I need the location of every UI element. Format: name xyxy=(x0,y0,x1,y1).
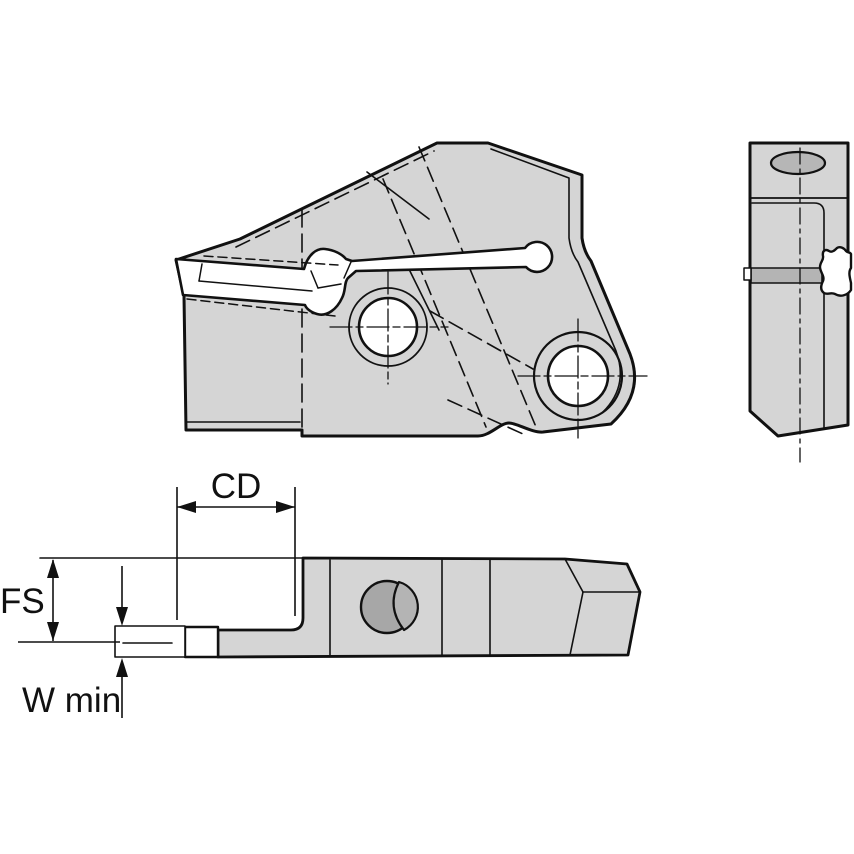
insert-detail-lines xyxy=(198,261,352,292)
hidden-lines xyxy=(235,146,537,435)
front-hole xyxy=(329,271,449,385)
w-min-dimension: W min xyxy=(22,566,128,720)
side-view-body xyxy=(174,141,637,438)
fs-arrow-up xyxy=(47,559,59,578)
end-view-left-notch xyxy=(743,267,752,281)
end-view xyxy=(743,141,853,463)
cd-dimension: CD xyxy=(176,467,296,620)
w-min-label: W min xyxy=(22,681,121,720)
fs-dimension: FS xyxy=(0,559,120,643)
end-view-band xyxy=(750,267,823,284)
top-view-end-chamfer-lines xyxy=(564,558,641,656)
end-view-inner-edge xyxy=(751,202,825,429)
rear-hole-centerlines xyxy=(517,318,648,439)
insert-blade-strip xyxy=(114,625,186,658)
end-view-top-hole xyxy=(769,150,827,176)
cd-label: CD xyxy=(211,467,262,506)
pocket-hidden-lines xyxy=(186,255,339,317)
front-hole-centerlines xyxy=(329,271,449,385)
cd-arrow-right xyxy=(276,501,295,513)
fs-label: FS xyxy=(0,582,45,621)
top-view-body xyxy=(216,556,642,659)
cd-arrow-left xyxy=(177,501,196,513)
rear-hole xyxy=(517,318,648,439)
chamfer-line xyxy=(490,148,622,413)
insert-tip-box xyxy=(183,625,220,659)
screw-hole-crescent xyxy=(392,580,419,632)
w-min-arrow-down xyxy=(116,607,128,626)
cd-extension-lines xyxy=(176,487,296,620)
dimensions: CD FS W min xyxy=(0,467,296,720)
top-view-division-lines xyxy=(329,559,491,657)
top-view xyxy=(39,556,642,659)
fs-arrow-down xyxy=(47,622,59,641)
end-view-insert-profile xyxy=(818,246,853,297)
w-min-arrow-up xyxy=(116,658,128,677)
side-view xyxy=(174,141,648,439)
top-view-screw-hole xyxy=(359,579,419,635)
